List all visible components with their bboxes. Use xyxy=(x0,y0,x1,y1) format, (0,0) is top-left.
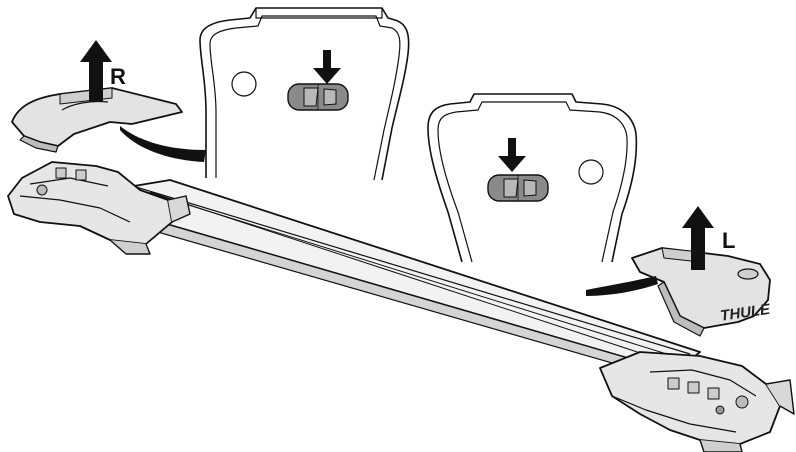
foot-cover-right xyxy=(11,87,183,153)
arrow-down-icon xyxy=(498,138,526,172)
arrow-up-icon xyxy=(80,40,112,102)
roof-rack-foot-left xyxy=(7,161,191,255)
motion-swoosh-right xyxy=(120,126,206,162)
brand-logo: THULE xyxy=(719,301,772,325)
car-top-view-icon xyxy=(487,174,549,202)
car-top-view-icon xyxy=(287,83,349,111)
door-hole-right xyxy=(578,159,604,185)
label-left: L xyxy=(722,228,735,253)
door-hole-left xyxy=(231,71,257,97)
arrow-up-icon xyxy=(682,206,714,270)
roof-rack-foot-right xyxy=(599,351,795,452)
label-right: R xyxy=(110,64,126,89)
foot-cover-left xyxy=(631,247,771,337)
arrow-down-icon xyxy=(313,50,341,84)
motion-swoosh-left xyxy=(586,276,658,296)
